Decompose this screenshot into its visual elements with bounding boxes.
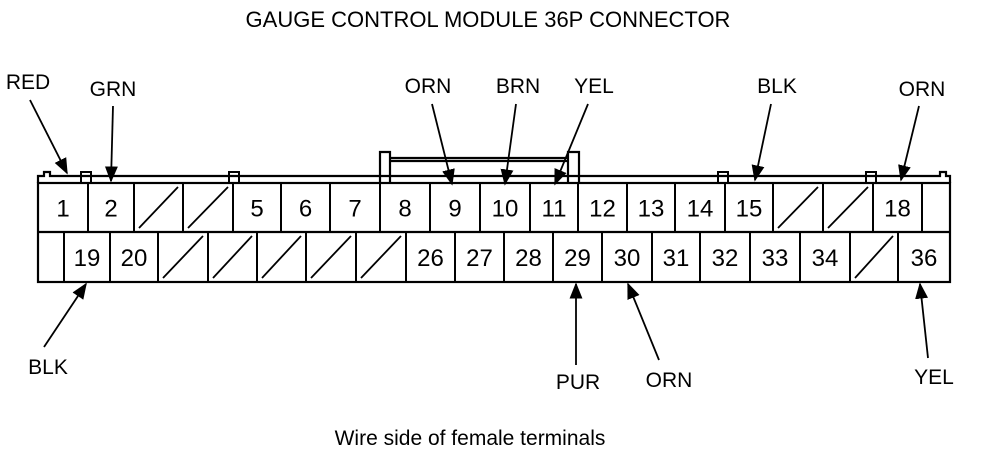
empty-cavity-hatch bbox=[360, 235, 402, 279]
diagram-title: GAUGE CONTROL MODULE 36P CONNECTOR bbox=[246, 7, 731, 32]
empty-cavity-hatch bbox=[187, 186, 229, 229]
terminal-33: 33 bbox=[762, 245, 789, 272]
terminal-2: 2 bbox=[104, 196, 117, 223]
empty-cavity-hatch bbox=[261, 235, 302, 279]
connector-latch bbox=[378, 150, 581, 183]
wire-label-blk: BLK bbox=[757, 75, 797, 98]
terminal-28: 28 bbox=[515, 245, 542, 272]
empty-cavity-hatch bbox=[827, 186, 869, 229]
wire-callout-18: ORN bbox=[898, 78, 946, 182]
empty-cavity-hatch bbox=[162, 235, 204, 279]
terminal-29: 29 bbox=[564, 245, 591, 272]
wire-callout-11: YEL bbox=[554, 75, 614, 186]
wire-label-red: RED bbox=[6, 71, 50, 94]
connector-body bbox=[36, 170, 952, 284]
wire-callout-1: RED bbox=[6, 71, 68, 175]
wire-callout-19: BLK bbox=[28, 282, 87, 379]
wire-callout-36: YEL bbox=[914, 282, 954, 389]
bottom-row: 19 20 26 27 28 29 30 31 32 33 34 36 bbox=[63, 232, 938, 282]
diagram-caption: Wire side of female terminals bbox=[335, 427, 606, 450]
terminal-1: 1 bbox=[56, 196, 69, 223]
wire-callout-29: PUR bbox=[556, 282, 600, 394]
wire-label-blk: BLK bbox=[28, 356, 68, 379]
terminal-11: 11 bbox=[542, 196, 567, 223]
empty-cavity-hatch bbox=[212, 235, 253, 279]
terminal-5: 5 bbox=[250, 196, 263, 223]
wire-label-grn: GRN bbox=[90, 78, 137, 101]
terminal-34: 34 bbox=[812, 245, 839, 272]
wire-label-yel: YEL bbox=[914, 366, 954, 389]
terminal-36: 36 bbox=[911, 245, 938, 272]
wire-label-pur: PUR bbox=[556, 371, 600, 394]
terminal-18: 18 bbox=[884, 196, 911, 223]
wire-callout-15: BLK bbox=[751, 75, 797, 182]
wire-callout-9: ORN bbox=[405, 75, 455, 186]
empty-cavity-hatch bbox=[777, 186, 819, 229]
terminal-26: 26 bbox=[417, 245, 444, 272]
terminal-31: 31 bbox=[663, 245, 690, 272]
terminal-10: 10 bbox=[492, 196, 519, 223]
wire-callout-10: BRN bbox=[496, 75, 540, 186]
terminal-13: 13 bbox=[638, 196, 665, 223]
empty-cavity-hatch bbox=[138, 186, 179, 229]
wire-callout-2: GRN bbox=[90, 78, 137, 183]
terminal-7: 7 bbox=[348, 196, 361, 223]
terminal-8: 8 bbox=[398, 196, 411, 223]
empty-cavity-hatch bbox=[310, 235, 352, 279]
terminal-6: 6 bbox=[299, 196, 312, 223]
wire-label-orn: ORN bbox=[405, 75, 452, 98]
terminal-19: 19 bbox=[74, 245, 101, 272]
wire-label-yel: YEL bbox=[574, 75, 614, 98]
terminal-30: 30 bbox=[614, 245, 641, 272]
terminal-27: 27 bbox=[466, 245, 493, 272]
terminal-14: 14 bbox=[687, 196, 714, 223]
terminal-20: 20 bbox=[121, 245, 148, 272]
wire-label-orn: ORN bbox=[899, 78, 946, 101]
wire-callout-30: ORN bbox=[627, 282, 693, 392]
wire-label-brn: BRN bbox=[496, 75, 540, 98]
connector-tabs bbox=[80, 171, 877, 184]
terminal-32: 32 bbox=[712, 245, 739, 272]
wire-label-orn: ORN bbox=[646, 369, 693, 392]
empty-cavity-hatch bbox=[854, 235, 894, 279]
terminal-15: 15 bbox=[736, 196, 763, 223]
terminal-9: 9 bbox=[448, 196, 461, 223]
terminal-12: 12 bbox=[589, 196, 616, 223]
